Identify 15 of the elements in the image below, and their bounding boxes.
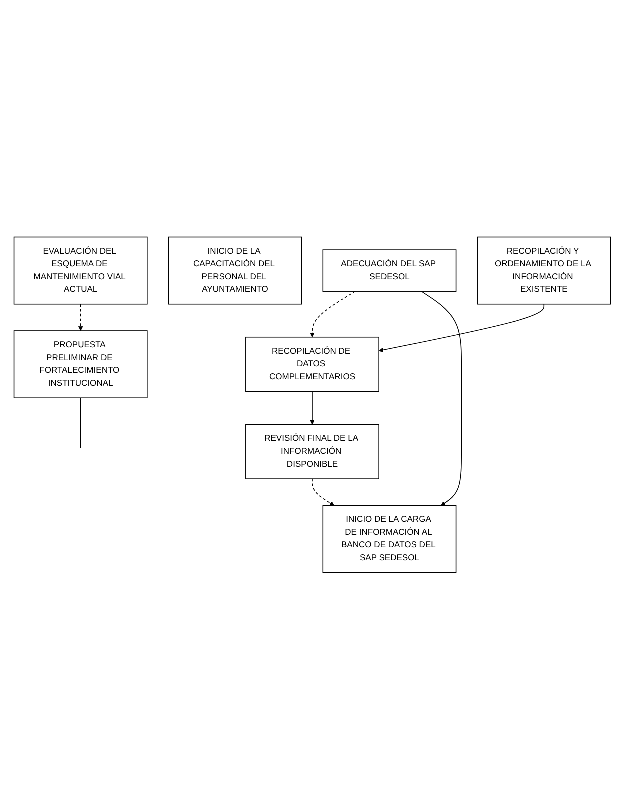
process-box: INICIO DE LA CAPACITACIÓN DEL PERSONAL DEL AYUNTAMIENTO [168,237,302,306]
arrow [378,304,545,354]
connector-line [80,398,82,450]
process-box: PROPUESTA PRELIMINAR DE FORTALECIMIENTO INSTITUCIONAL [14,331,148,399]
process-box: REVISIÓN FINAL DE LA INFORMACIÓN DISPONIBLE [246,424,380,480]
process-box: ADECUACIÓN DEL SAP SEDESOL [322,250,457,292]
arrow [312,479,335,506]
arrow [310,292,356,338]
process-box: INICIO DE LA CARGA DE INFORMACIÓN AL BANCO DE DATOS DEL SAP SEDESOL [322,506,457,574]
arrow [421,292,462,506]
arrow [78,304,84,332]
process-box: EVALUACIÓN DEL ESQUEMA DE MANTENIMIENTO VIAL ACTUAL [14,237,148,306]
process-box: RECOPILACIÓN Y ORDENAMIENTO DE LA INFORMACIÓN EXISTENTE [477,237,612,306]
process-box: RECOPILACIÓN DE DATOS COMPLEMENTARIOS [246,337,380,393]
arrow [310,392,315,426]
